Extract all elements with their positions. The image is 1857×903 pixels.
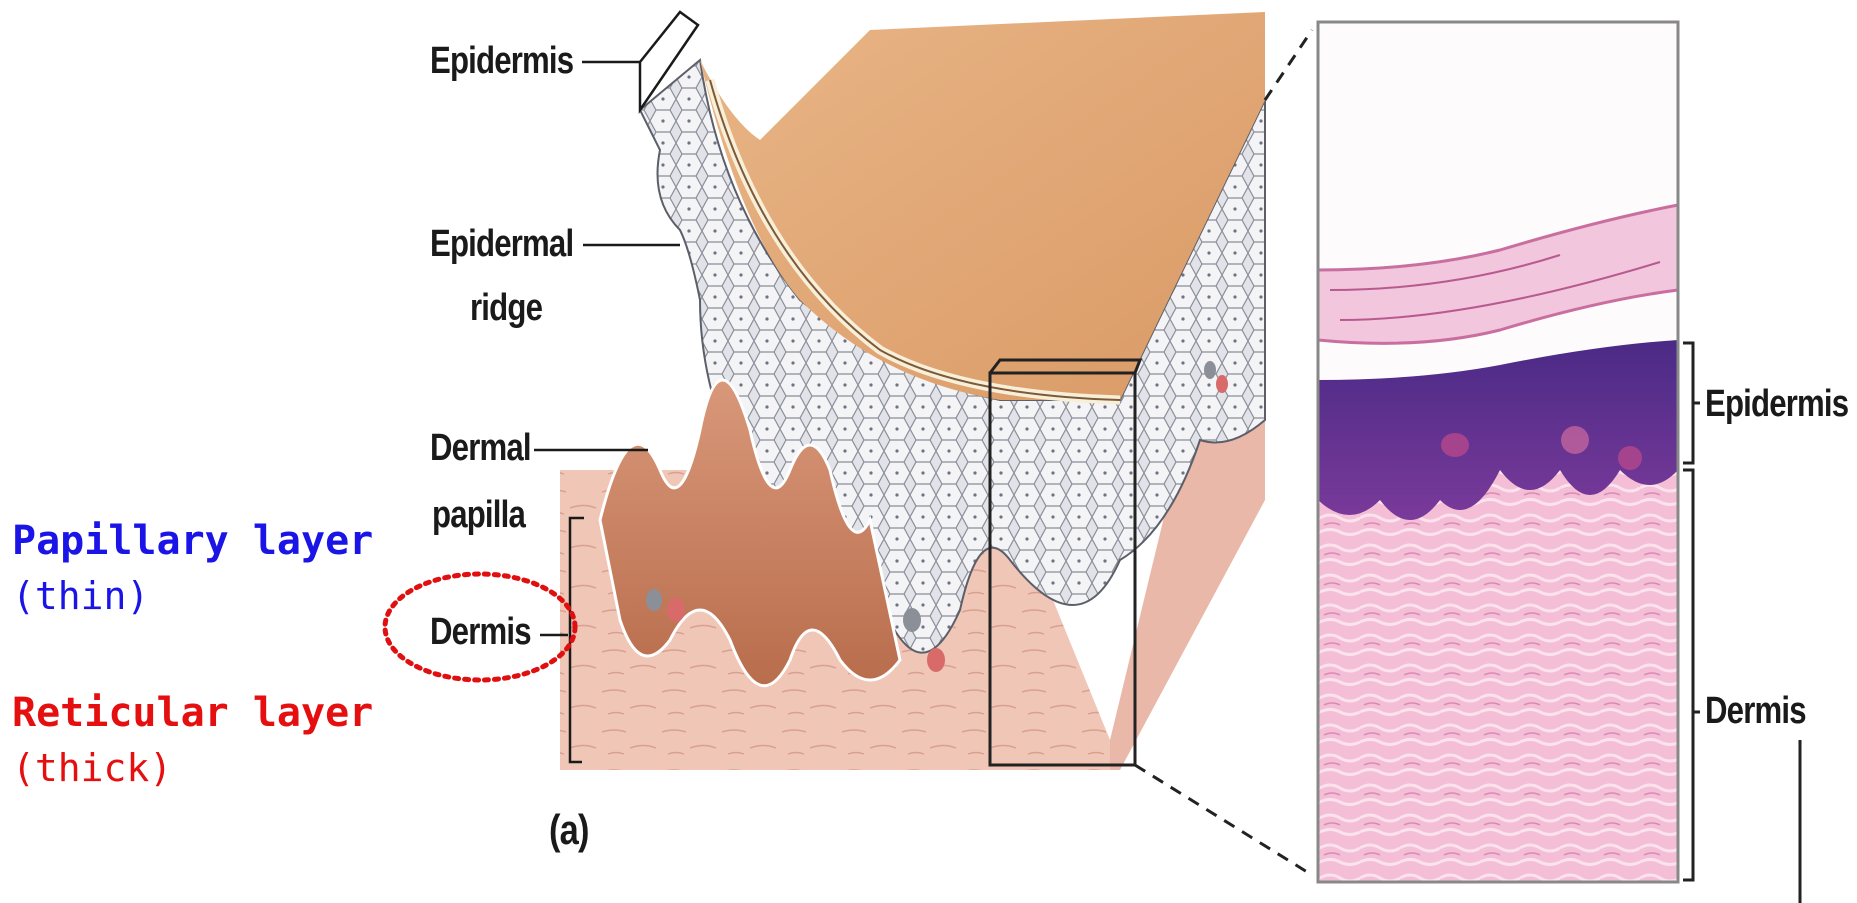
label-panel-a: (a) bbox=[549, 806, 589, 854]
label-epidermal-ridge-line2: ridge bbox=[470, 287, 542, 330]
micrograph-label-epidermis: Epidermis bbox=[1705, 383, 1848, 426]
reticular-layer-note: (thick) bbox=[12, 746, 172, 790]
label-dermal-papilla-line2: papilla bbox=[432, 494, 525, 537]
label-epidermis: Epidermis bbox=[430, 40, 573, 83]
label-dermal-papilla-line1: Dermal bbox=[430, 427, 531, 470]
skin-block-illustration bbox=[534, 12, 1312, 875]
papillary-layer-note: (thin) bbox=[12, 574, 149, 618]
papillary-layer-label: Papillary layer bbox=[12, 518, 373, 564]
micrograph-label-dermis: Dermis bbox=[1705, 690, 1806, 733]
reticular-layer-label: Reticular layer bbox=[12, 690, 373, 736]
label-dermis: Dermis bbox=[430, 611, 531, 654]
micrograph-panel bbox=[1318, 22, 1800, 903]
micrograph-brackets bbox=[1683, 343, 1800, 903]
label-epidermal-ridge-line1: Epidermal bbox=[430, 223, 573, 266]
